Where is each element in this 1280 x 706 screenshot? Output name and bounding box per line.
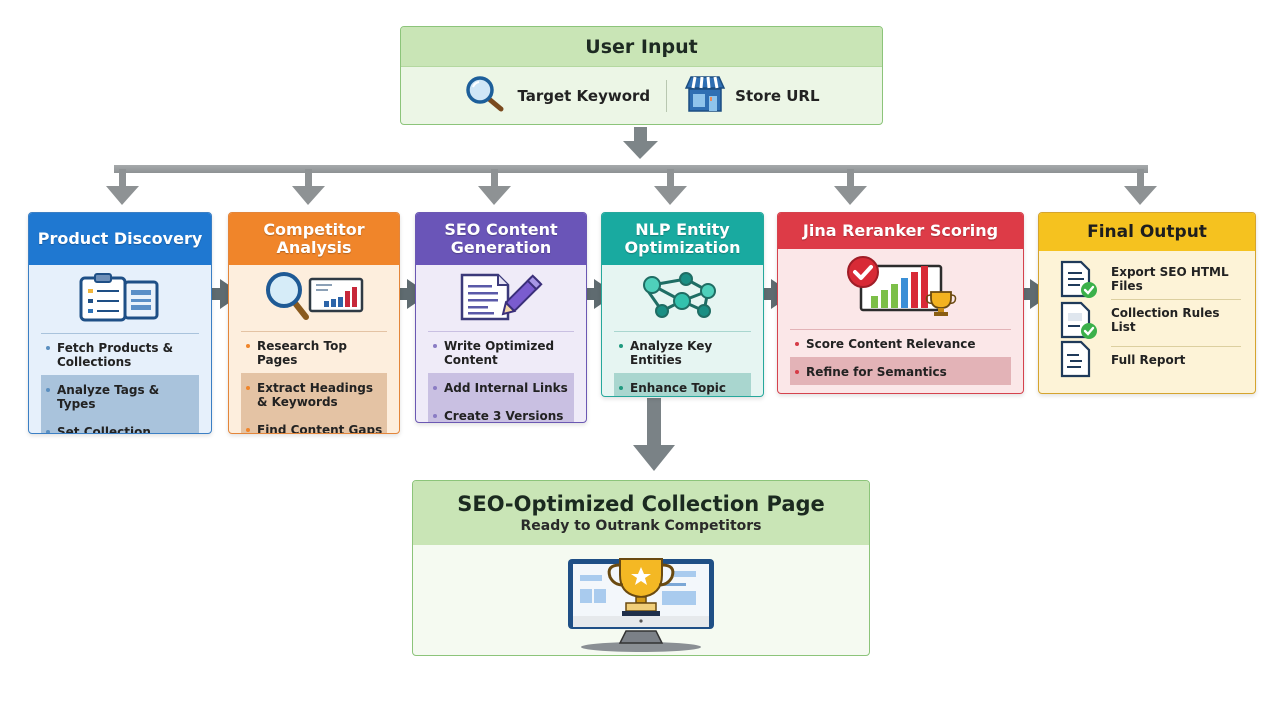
magnifier-icon (463, 75, 509, 117)
step-title: Final Output (1039, 213, 1255, 251)
monitor-trophy-icon (566, 557, 716, 655)
list-item: Analyze Key Entities (614, 332, 751, 373)
input-divider (666, 80, 668, 112)
result-subtitle: Ready to Outrank Competitors (520, 518, 762, 534)
clipboard-list-icon (79, 272, 161, 326)
output-item-label: Collection Rules List (1111, 299, 1241, 340)
divider (790, 329, 1011, 330)
branch-arrow-3 (478, 169, 511, 205)
network-graph-icon (638, 271, 728, 325)
branch-arrow-1 (106, 169, 139, 205)
list-item: Find Content Gaps (241, 415, 387, 433)
divider (614, 331, 751, 332)
step-items: Analyze Key Entities Enhance Topic Depth (602, 332, 763, 396)
step-items: Fetch Products & Collections Analyze Tag… (29, 334, 211, 433)
list-item: Refine for Semantics (790, 357, 1011, 385)
list-item: Extract Headings & Keywords (241, 373, 387, 415)
step-title: Product Discovery (29, 213, 211, 265)
step-title: NLP Entity Optimization (602, 213, 763, 265)
branch-arrow-6 (1124, 169, 1157, 205)
input-target-keyword: Target Keyword (447, 75, 666, 117)
document-check-icon (1059, 301, 1099, 339)
step-seo-content-generation: SEO Content Generation Write Optimized C… (415, 212, 587, 423)
step-title: SEO Content Generation (416, 213, 586, 265)
list-item: Create 3 Versions (428, 401, 574, 422)
step-items: Research Top Pages Extract Headings & Ke… (229, 332, 399, 433)
step-title: Jina Reranker Scoring (778, 213, 1023, 249)
output-item-label: Full Report (1111, 345, 1241, 373)
document-pencil-icon (458, 271, 544, 325)
branch-arrow-5 (834, 169, 867, 205)
branch-arrow-2 (292, 169, 325, 205)
user-input-box: User Input Target Keyword (400, 26, 883, 125)
list-item: Analyze Tags & Types (41, 375, 199, 417)
result-title: SEO-Optimized Collection Page (457, 492, 825, 516)
list-item: Enhance Topic Depth (614, 373, 751, 396)
storefront-icon (683, 75, 727, 117)
output-item: Collection Rules List (1059, 299, 1241, 340)
step-jina-reranker-scoring: Jina Reranker Scoring Score Conten (777, 212, 1024, 394)
divider (41, 333, 199, 334)
magnifier-chart-icon (262, 271, 366, 325)
arrow-down-to-result (633, 398, 675, 471)
store-url-label: Store URL (735, 87, 820, 105)
list-item: Write Optimized Content (428, 332, 574, 373)
list-item: Research Top Pages (241, 332, 387, 373)
step-items: Write Optimized Content Add Internal Lin… (416, 332, 586, 422)
input-store-url: Store URL (667, 75, 835, 117)
distribution-bus (114, 165, 1148, 173)
step-nlp-entity-optimization: NLP Entity Optimization Analyze Key Enti… (601, 212, 764, 397)
document-check-icon (1059, 260, 1099, 298)
output-list: Export SEO HTML Files Collection Rules L… (1039, 251, 1255, 378)
list-item: Fetch Products & Collections (41, 334, 199, 375)
user-input-title: User Input (401, 27, 882, 67)
list-item: Score Content Relevance (790, 330, 1011, 357)
step-product-discovery: Product Discovery Fetch Products & Colle… (28, 212, 212, 434)
branch-arrow-4 (654, 169, 687, 205)
step-items: Score Content Relevance Refine for Seman… (778, 330, 1023, 385)
divider (241, 331, 387, 332)
result-box: SEO-Optimized Collection Page Ready to O… (412, 480, 870, 656)
step-final-output: Final Output Export SEO HTML Files (1038, 212, 1256, 394)
score-chart-trophy-icon (841, 256, 961, 322)
output-item-label: Export SEO HTML Files (1111, 265, 1229, 293)
output-item: Export SEO HTML Files (1059, 259, 1241, 299)
branch-arrows (106, 169, 1157, 205)
arrow-down-from-input (623, 127, 658, 159)
target-keyword-label: Target Keyword (517, 87, 651, 105)
list-item: Add Internal Links (428, 373, 574, 401)
step-competitor-analysis: Competitor Analysis Research Top Pages E… (228, 212, 400, 434)
output-item: Full Report (1059, 340, 1241, 378)
divider (428, 331, 574, 332)
step-title: Competitor Analysis (229, 213, 399, 265)
list-item: Set Collection Conditions (41, 417, 199, 433)
report-document-icon (1059, 340, 1099, 378)
